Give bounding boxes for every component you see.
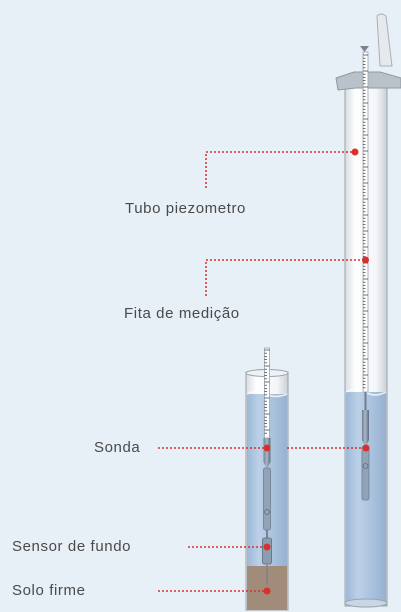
callout-tubo (205, 148, 359, 188)
callout-dot (351, 148, 359, 156)
label-bottom-sensor: Sensor de fundo (12, 538, 132, 555)
callout-sonda (158, 444, 370, 452)
label-piezometer-tube: Tubo piezometro (125, 200, 247, 217)
label-probe: Sonda (94, 439, 141, 456)
callout-dot (263, 444, 271, 452)
callout-dot (263, 587, 271, 595)
callout-dot (263, 543, 271, 551)
callout-fita (205, 256, 369, 296)
label-firm-soil: Solo firme (12, 582, 86, 599)
callout-dot (362, 444, 370, 452)
label-measuring-tape: Fita de medição (124, 305, 240, 322)
small-measuring-tape (264, 347, 270, 439)
callout-dot (362, 256, 369, 264)
callout-sensor (188, 543, 271, 551)
large-measuring-tape (362, 51, 369, 393)
bottom-sensor (262, 537, 272, 565)
large-tube-probe (361, 392, 370, 501)
callout-solo (158, 587, 271, 595)
tape-reel-head (335, 13, 401, 91)
tape-pointer-icon (360, 46, 369, 52)
small-tube-probe (262, 438, 272, 584)
reel-handle (376, 13, 393, 67)
